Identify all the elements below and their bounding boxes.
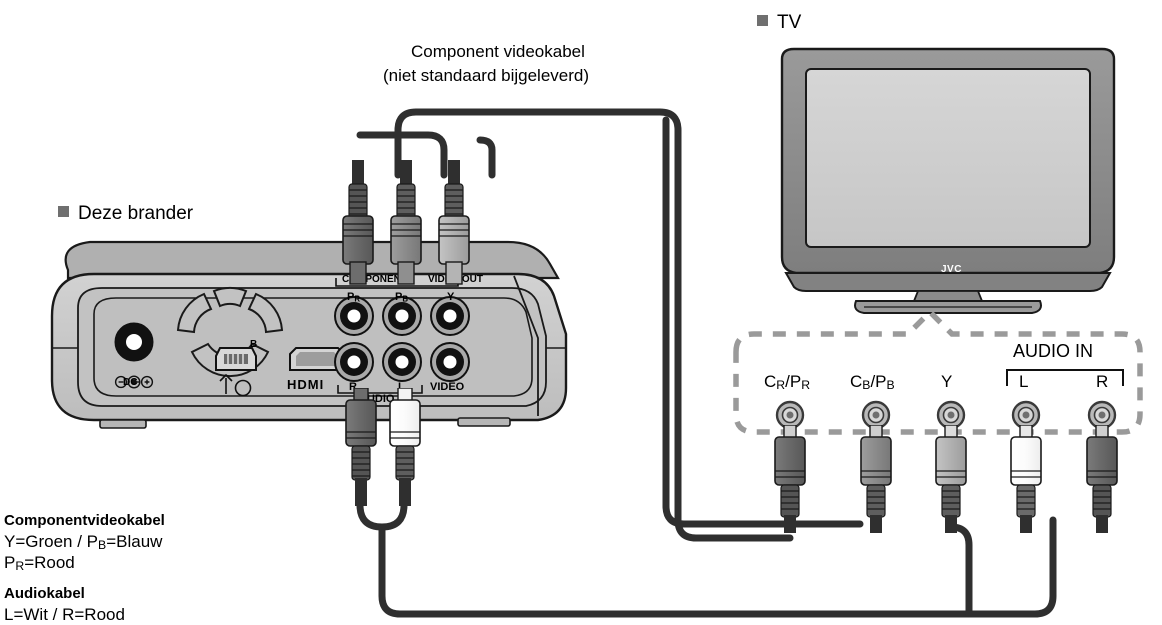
plug-pb bbox=[390, 160, 422, 285]
jack-label-l: L bbox=[398, 381, 405, 393]
burner-device bbox=[50, 240, 568, 429]
jack-label-video: VIDEO bbox=[430, 381, 465, 393]
usb-label: B bbox=[250, 339, 258, 350]
cable-caption-line1: Component videokabel bbox=[411, 42, 585, 61]
audio-in-label: AUDIO IN bbox=[1013, 341, 1094, 361]
device-title: Deze brander bbox=[58, 203, 193, 225]
audio-plugs-device-side bbox=[345, 388, 421, 506]
tv-screen bbox=[805, 68, 1091, 248]
jack-label-pr: PR bbox=[347, 291, 361, 304]
tv-jack-panel-callout bbox=[733, 310, 1143, 435]
tv-jack-label-y: Y bbox=[941, 372, 953, 391]
plug-tv-r bbox=[1086, 425, 1118, 533]
legend-component-heading: Componentvideokabel bbox=[4, 512, 165, 529]
legend-component-line1: Y=Groen / PB=Blauw bbox=[4, 532, 163, 553]
usb-port bbox=[215, 347, 257, 371]
tv-jack-label-crpr: CR/PR bbox=[764, 372, 811, 393]
audio-in-bracket bbox=[1006, 369, 1124, 386]
plug-pr bbox=[342, 160, 374, 285]
tv-set bbox=[780, 47, 1116, 314]
plugs-tv-side bbox=[774, 425, 1118, 533]
plug-tv-l bbox=[1010, 425, 1042, 533]
legend-component-line2: PR=Rood bbox=[4, 553, 75, 574]
cable-component-video bbox=[356, 108, 794, 542]
legend-audio-heading: Audiokabel bbox=[4, 585, 85, 602]
tv-jack-label-l: L bbox=[1019, 372, 1029, 391]
tv-socket bbox=[1011, 400, 1041, 430]
plug-tv-crpr bbox=[774, 425, 806, 533]
component-jacks-row bbox=[334, 296, 470, 336]
dc-polarity-icon bbox=[114, 375, 154, 389]
plug-tv-y bbox=[935, 425, 967, 533]
hdmi-port bbox=[289, 347, 345, 371]
cable-caption-line2: (niet standaard bijgeleverd) bbox=[383, 66, 590, 85]
tv-socket bbox=[1087, 400, 1117, 430]
usb-trident-icon bbox=[219, 373, 252, 397]
tv-socket bbox=[936, 400, 966, 430]
plug-y bbox=[438, 160, 470, 285]
dc-label: DC bbox=[123, 377, 138, 388]
bullet-icon bbox=[757, 15, 768, 27]
jack-label-r: R bbox=[349, 381, 357, 393]
plug-audio-l bbox=[389, 388, 421, 506]
jack-label-y: Y bbox=[447, 291, 455, 303]
tv-socket bbox=[775, 400, 805, 430]
plug-audio-r bbox=[345, 388, 377, 506]
jack-label-pb: PB bbox=[395, 291, 409, 304]
audio-bracket bbox=[337, 385, 423, 394]
cable-component-trunk bbox=[662, 116, 864, 528]
tv-jack-label-r: R bbox=[1096, 372, 1109, 391]
dc-jack bbox=[114, 322, 154, 362]
tv-brand-logo: JVC bbox=[941, 264, 962, 275]
hdmi-label: HDMI bbox=[287, 377, 325, 392]
legend-audio-line: L=Wit / R=Rood bbox=[4, 605, 125, 624]
component-plugs-device-side bbox=[342, 160, 470, 285]
component-bracket-label-1: COMPONENT bbox=[342, 274, 407, 285]
bullet-icon bbox=[58, 206, 69, 218]
tv-title: TV bbox=[757, 12, 801, 34]
audio-video-jacks-row bbox=[334, 342, 470, 382]
tv-jack-label-cbpb: CB/PB bbox=[850, 372, 895, 393]
plug-tv-cbpb bbox=[860, 425, 892, 533]
